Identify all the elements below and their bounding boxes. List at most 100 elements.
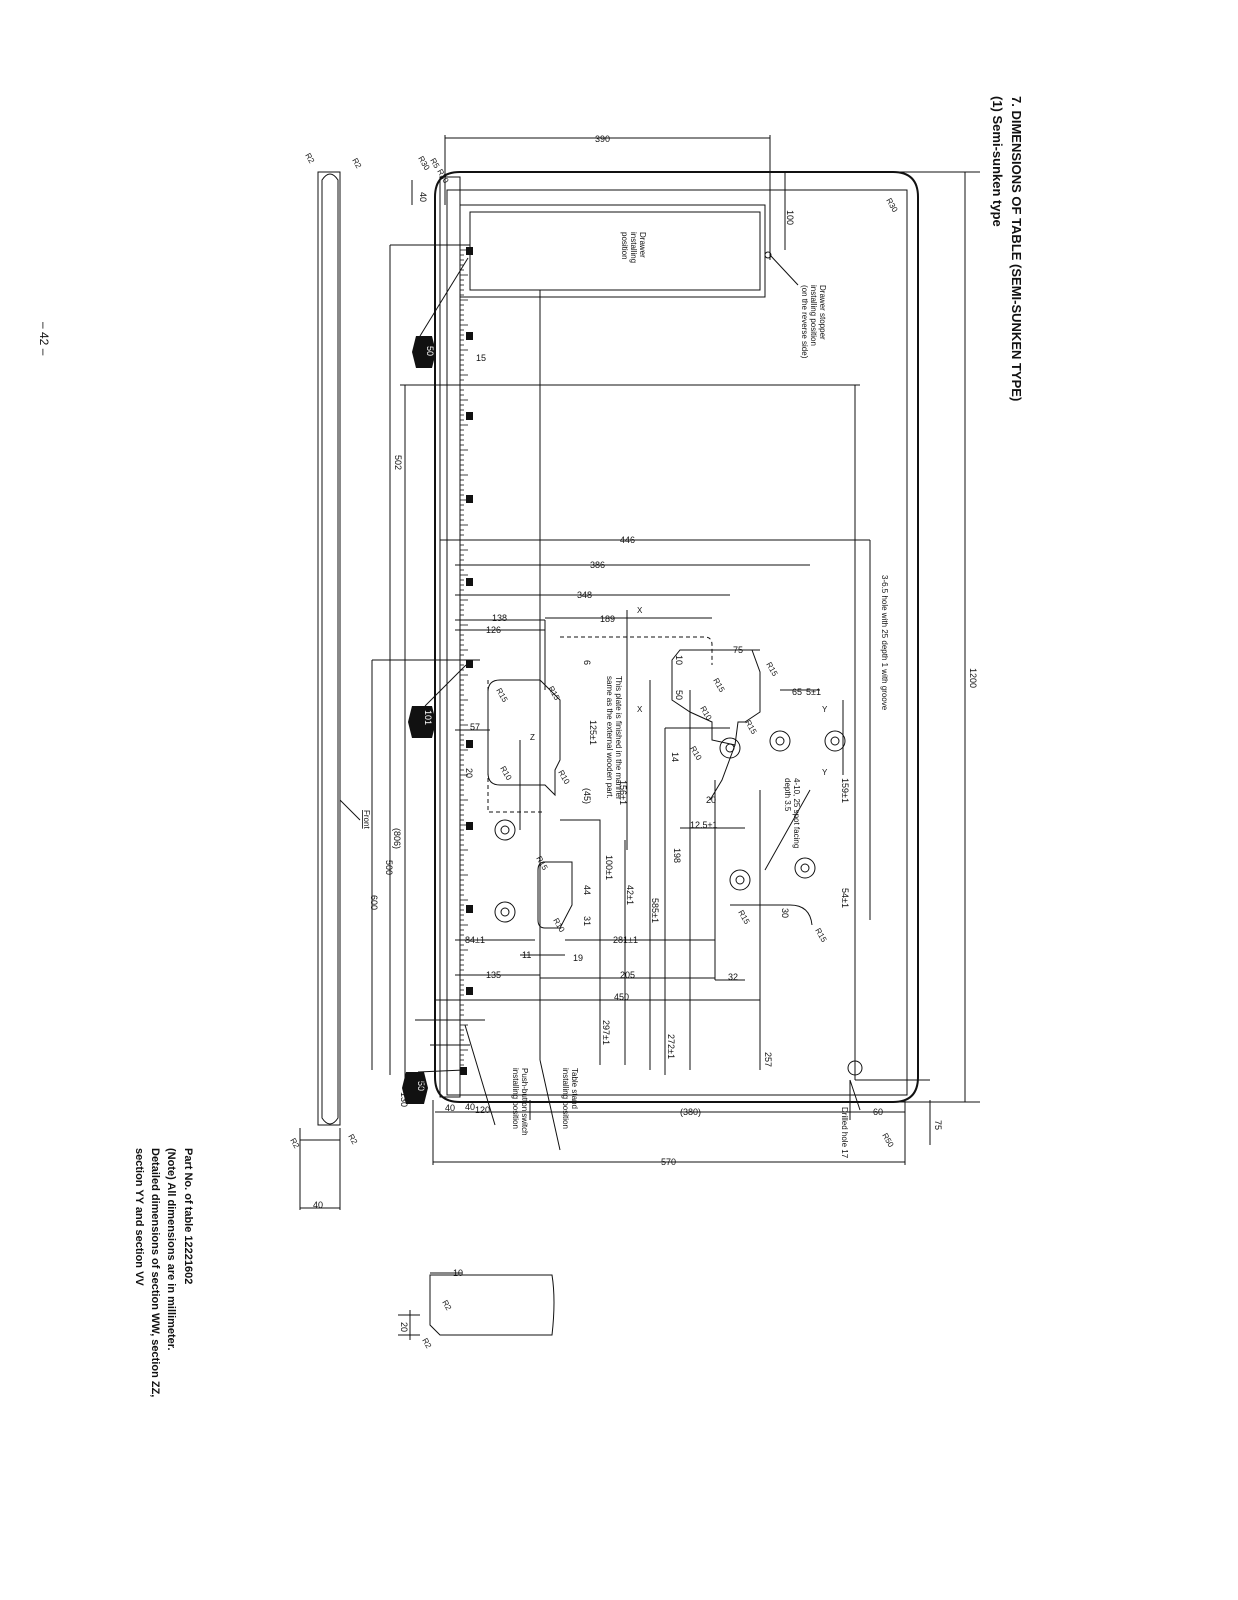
edge-screws	[460, 247, 473, 1075]
dim-570: 570	[661, 1157, 676, 1167]
radius-r10d: R10	[688, 745, 703, 763]
dim-281: 281±1	[613, 935, 638, 945]
dimension-lines	[371, 135, 980, 1165]
dim-d1200: 1200	[968, 668, 978, 688]
dim-d20a: 20	[464, 768, 474, 778]
dim-d75b: 75	[933, 1120, 943, 1130]
dim-12-5: 12.5±1	[690, 820, 717, 830]
dim-d159: 159±1	[840, 778, 850, 803]
radius-r10c: R10	[698, 705, 713, 723]
table-stand-label-2: installing position	[561, 1068, 570, 1129]
push-button-label-1: Push-button switch	[520, 1068, 529, 1136]
section-lines	[519, 610, 844, 850]
radius-r2a: R2	[303, 152, 316, 166]
dim-d257: 257	[763, 1052, 773, 1067]
dim-d10: 10	[674, 655, 684, 665]
dim-57: 57	[470, 722, 480, 732]
dim-15: 15	[476, 353, 486, 363]
note-line-1: (Note) All dimensions are in millimeter.	[165, 1148, 177, 1351]
dim-d31: 31	[582, 916, 592, 926]
radius-r2b: R2	[350, 157, 363, 171]
dim-11: 11	[522, 950, 531, 960]
dim-450: 450	[614, 992, 629, 1002]
section-title: 7. DIMENSIONS OF TABLE (SEMI-SUNKEN TYPE…	[1009, 96, 1024, 401]
dim-d45: (45)	[582, 788, 592, 804]
radius-r30a: R30	[416, 155, 431, 173]
dim-d44: 44	[582, 885, 592, 895]
badge-50-top-text: 50	[425, 346, 435, 356]
dim-75: 75	[733, 645, 743, 655]
dim-120: 120	[475, 1105, 490, 1115]
dim-d198: 198	[672, 848, 682, 863]
radius-r50: R50	[880, 1132, 895, 1150]
dim-386: 386	[590, 560, 605, 570]
dim-446: 446	[620, 535, 635, 545]
drawer-area	[459, 204, 766, 298]
dim-135: 135	[486, 970, 501, 980]
dim-d40a: 40	[418, 192, 428, 202]
dim-65: 65	[792, 687, 802, 697]
part-number-note: Part No. of table 12221602	[182, 1148, 194, 1284]
radius-r15a: R15	[494, 687, 509, 705]
dim-d272: 272±1	[666, 1034, 676, 1059]
dim-d14: 14	[670, 752, 680, 762]
badge-50-bottom: 50	[402, 1072, 428, 1104]
section-x-bottom: X	[637, 705, 643, 714]
drilled-hole-label: Drilled hole 17	[840, 1107, 849, 1159]
dim-d125c: 125	[418, 1080, 428, 1095]
badge-50-bottom-text: 50	[416, 1081, 426, 1091]
dim-390: 390	[595, 134, 610, 144]
dim-d20c: 20	[399, 1322, 409, 1332]
drawer-label-2: installing	[629, 232, 638, 263]
hole-spec-label: 3-6.5 hole with 25 depth 1 with groove	[880, 575, 889, 711]
dim-40-b: 40	[445, 1103, 455, 1113]
radius-r15e: R15	[743, 719, 758, 737]
page-number: – 42 –	[37, 322, 51, 356]
dim-32: 32	[728, 972, 738, 982]
plate-note-2: same as the external wooden part.	[605, 676, 614, 799]
drawer-stopper-label-3: (on the reverse side)	[800, 285, 809, 359]
dim-d125: 125±1	[588, 720, 598, 745]
section-y-bottom: Y	[822, 768, 828, 777]
push-button-label-2: installing position	[511, 1068, 520, 1129]
dim-84: 84±1	[465, 935, 485, 945]
dim-5: 5±1	[806, 687, 821, 697]
badge-101-text: 101	[423, 710, 433, 725]
drawer-label-3: position	[620, 232, 629, 260]
dim-40-c: 40	[465, 1102, 475, 1112]
dim-d30: 30	[780, 908, 790, 918]
dim-19: 19	[573, 953, 583, 963]
radius-r30c: R30	[884, 197, 899, 215]
note-line-3: section YY and section VV	[133, 1148, 145, 1286]
radius-r15f: R15	[534, 855, 549, 873]
dim-d6: 6	[582, 660, 592, 665]
radius-r2f: R2	[420, 1337, 433, 1351]
radius-r10b: R10	[556, 769, 571, 787]
drawer-label-1: Drawer	[638, 232, 647, 258]
radius-r2e: R2	[440, 1299, 453, 1313]
section-z: Z	[530, 733, 535, 742]
radius-r5: R5	[428, 157, 441, 171]
spot-facing-label-1: 4-10, 25 spot facing	[792, 778, 801, 848]
spot-facing-label-2: depth 3.5	[783, 778, 792, 812]
radius-r2d: R2	[346, 1133, 359, 1147]
edge-profile-detail	[398, 1272, 555, 1340]
drawer-stopper-label-2: installing position	[809, 285, 818, 346]
radius-r15g: R15	[736, 909, 751, 927]
dim-d297: 297±1	[601, 1020, 611, 1045]
side-rail-profile	[299, 171, 341, 1210]
badge-50-top: 50	[412, 336, 436, 368]
callout-leaders	[417, 257, 861, 1151]
dim-126: 126	[486, 625, 501, 635]
radius-r2c: R2	[288, 1137, 301, 1151]
dim-d502: 502	[393, 455, 403, 470]
radius-r15d: R15	[764, 661, 779, 679]
dim-d600: 600	[369, 895, 379, 910]
note-line-2: Detailed dimensions of section WW, secti…	[149, 1148, 161, 1397]
subtitle: (1) Semi-sunken type	[990, 96, 1005, 227]
plate-note-1: This plate is finished in the manner	[614, 676, 623, 800]
radius-r10a: R10	[498, 765, 513, 783]
holes	[494, 730, 863, 1076]
dim-205: 205	[620, 970, 635, 980]
